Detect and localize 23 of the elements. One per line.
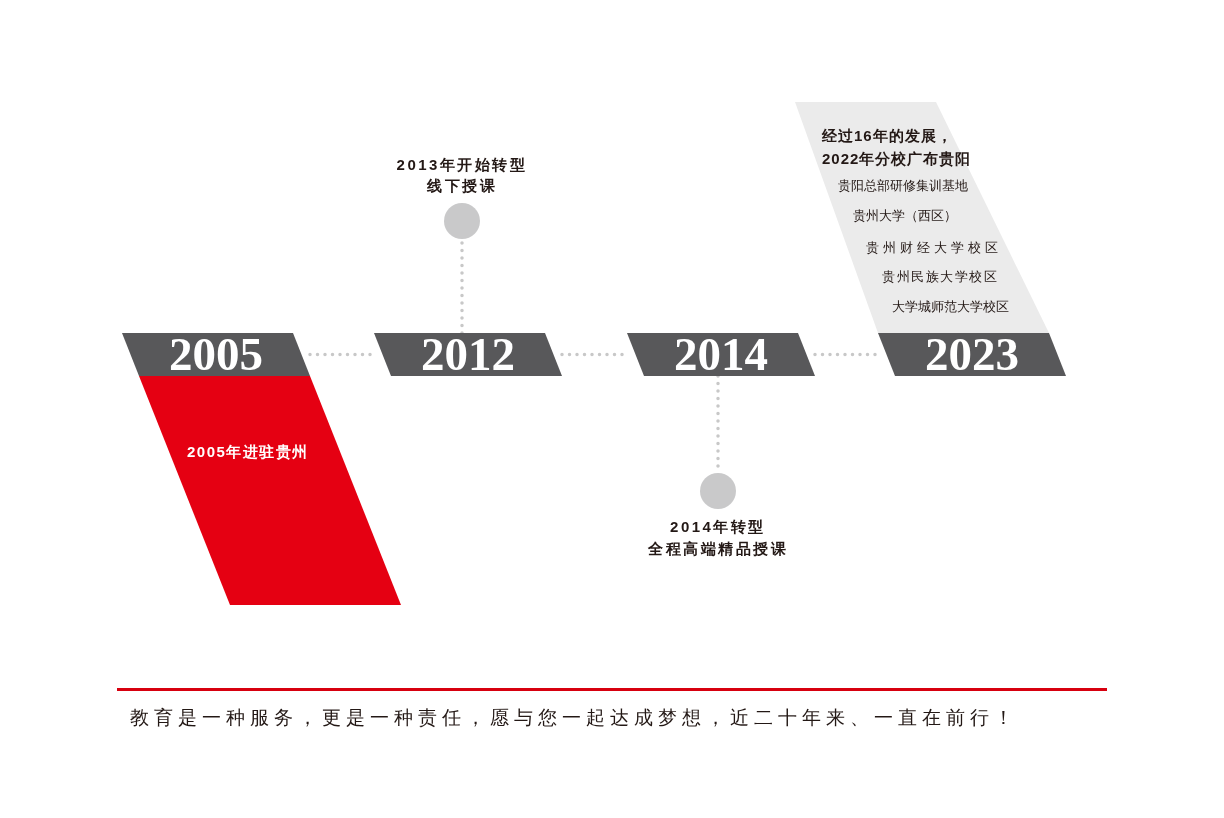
event-text: 2005年进驻贵州: [187, 442, 309, 462]
timeline-dot: [700, 473, 736, 509]
timeline-dot: [444, 203, 480, 239]
year-banner: [374, 333, 562, 376]
event-panel: [139, 376, 401, 605]
campus-item: 贵州大学（西区）: [853, 207, 957, 225]
milestone-caption: 线下授课: [427, 176, 497, 196]
panel-heading: 经过16年的发展，2022年分校广布贵阳: [822, 126, 973, 169]
year-banner: [627, 333, 815, 376]
milestone-caption: 2014年转型: [670, 517, 766, 537]
year-label: 2023: [925, 333, 1019, 376]
milestone-caption: 2013年开始转型: [396, 155, 528, 175]
campus-item: 贵州民族大学校区: [882, 268, 998, 286]
year-label: 2012: [421, 333, 515, 376]
footer-slogan: 教育是一种服务，更是一种责任，愿与您一起达成梦想，近二十年来、一直在前行！: [130, 706, 1018, 730]
campus-item: 贵州财经大学校区: [866, 239, 1002, 257]
milestone-panel: [795, 102, 1049, 333]
dotted-connector: [813, 352, 880, 357]
campus-item: 大学城师范大学校区: [892, 298, 1009, 316]
year-label: 2014: [674, 333, 768, 376]
campus-item: 贵阳总部研修集训基地: [838, 177, 968, 195]
milestone-caption: 全程高端精品授课: [648, 539, 788, 559]
year-label: 2005: [169, 333, 263, 376]
